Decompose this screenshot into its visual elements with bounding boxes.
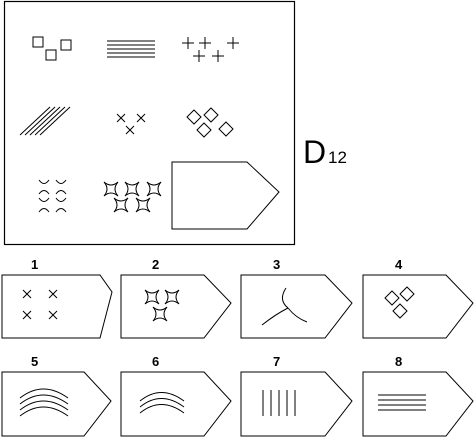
answer-option-5[interactable]: 5 [1,354,112,437]
matrix-answer-slot [171,161,280,230]
matrix-cell-x-crosses [116,113,146,135]
answer-label: 8 [395,354,402,369]
matrix-panel [3,0,296,246]
matrix-cell-horizontal-lines [107,40,155,58]
answer-label: 1 [31,257,38,272]
puzzle-code-letter: D [303,134,326,170]
answer-tile[interactable] [240,274,353,339]
x-crosses-motif [22,289,58,320]
matrix-cell-diamonds [186,107,234,138]
matrix-cell-curved-stars [103,181,162,213]
answer-option-4[interactable]: 4 [362,257,474,339]
matrix-cell-diagonal-lines [19,106,71,136]
answer-label: 5 [31,354,38,369]
answer-tile[interactable] [362,274,474,339]
answer-tile[interactable] [240,371,353,437]
answer-option-8[interactable]: 8 [362,354,474,437]
three-arcs-motif [139,392,185,414]
matrix-cell-curved-x [38,179,67,213]
answer-label: 4 [395,257,403,272]
answer-label: 6 [152,354,159,369]
answer-option-2[interactable]: 2 [120,257,232,339]
matrix-cell-squares [32,36,72,61]
answer-tile[interactable] [362,371,474,437]
horizontal-lines-motif [378,394,426,411]
arcs-meeting-motif [261,287,308,326]
answer-option-3[interactable]: 3 [240,257,353,339]
diamonds-motif [384,286,415,319]
answer-label: 2 [152,257,159,272]
matrix-cell-plus-signs [182,37,239,62]
answer-tile[interactable] [120,274,232,339]
answer-option-7[interactable]: 7 [240,354,353,437]
answer-tile[interactable] [120,371,232,437]
answer-tile[interactable] [1,371,112,437]
answer-tile[interactable] [1,274,113,339]
answer-label: 3 [273,257,280,272]
answer-label: 7 [273,354,280,369]
answer-option-6[interactable]: 6 [120,354,232,437]
four-arcs-motif [19,388,69,417]
curved-stars-motif [144,289,180,322]
vertical-lines-motif [262,390,296,416]
answer-option-1[interactable]: 1 [1,257,113,339]
puzzle-code-number: 12 [328,148,347,167]
matrix-frame [3,0,296,246]
